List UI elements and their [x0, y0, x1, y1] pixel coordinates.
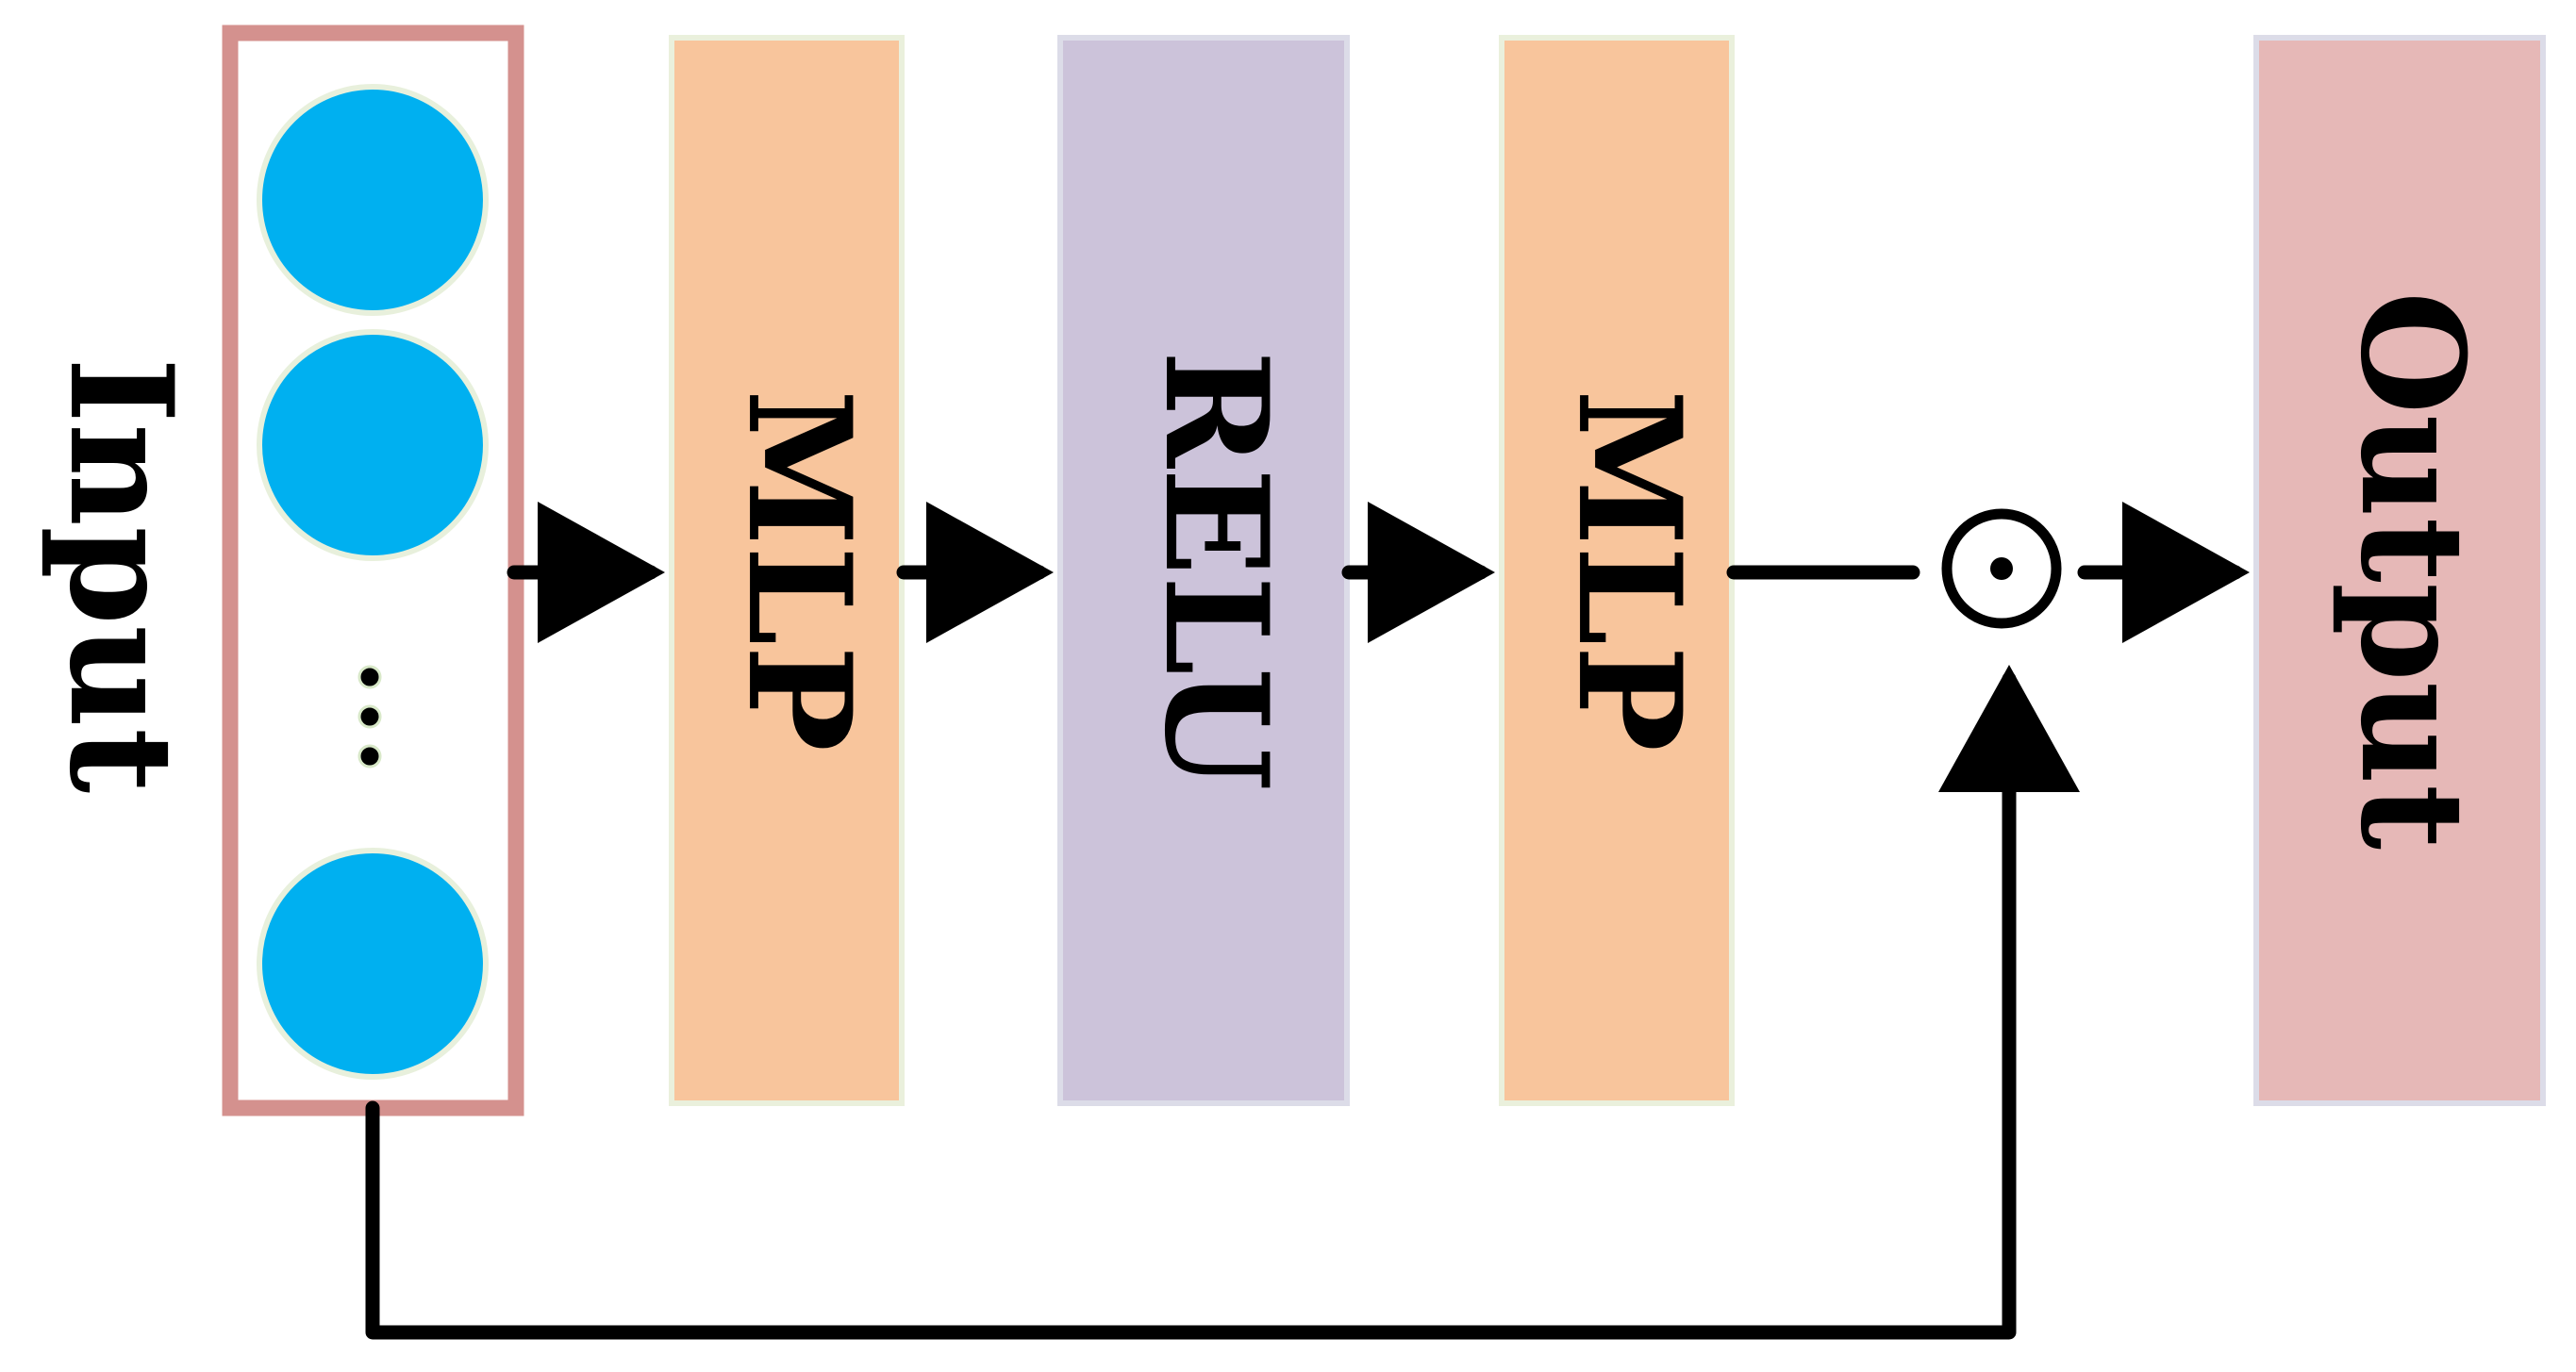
- ellipsis-dots: [357, 665, 382, 769]
- input-neuron-1: [257, 84, 489, 316]
- mlp-block-1: [669, 35, 905, 1106]
- elementwise-multiply-operator-icon: [1941, 508, 2062, 629]
- mlp-block-2-label: MLP: [1546, 389, 1712, 752]
- input-label: Input: [38, 357, 204, 793]
- skip-connection-line: [365, 665, 2080, 1340]
- relu-block-label: RELU: [1133, 350, 1299, 790]
- input-neuron-3: [257, 848, 489, 1080]
- mlp-block-1-label: MLP: [716, 389, 882, 752]
- relu-block: [1057, 35, 1350, 1106]
- output-block: [2253, 35, 2546, 1106]
- mlp-block-2: [1499, 35, 1735, 1106]
- output-block-label: Output: [2329, 291, 2495, 850]
- input-neuron-2: [257, 329, 489, 561]
